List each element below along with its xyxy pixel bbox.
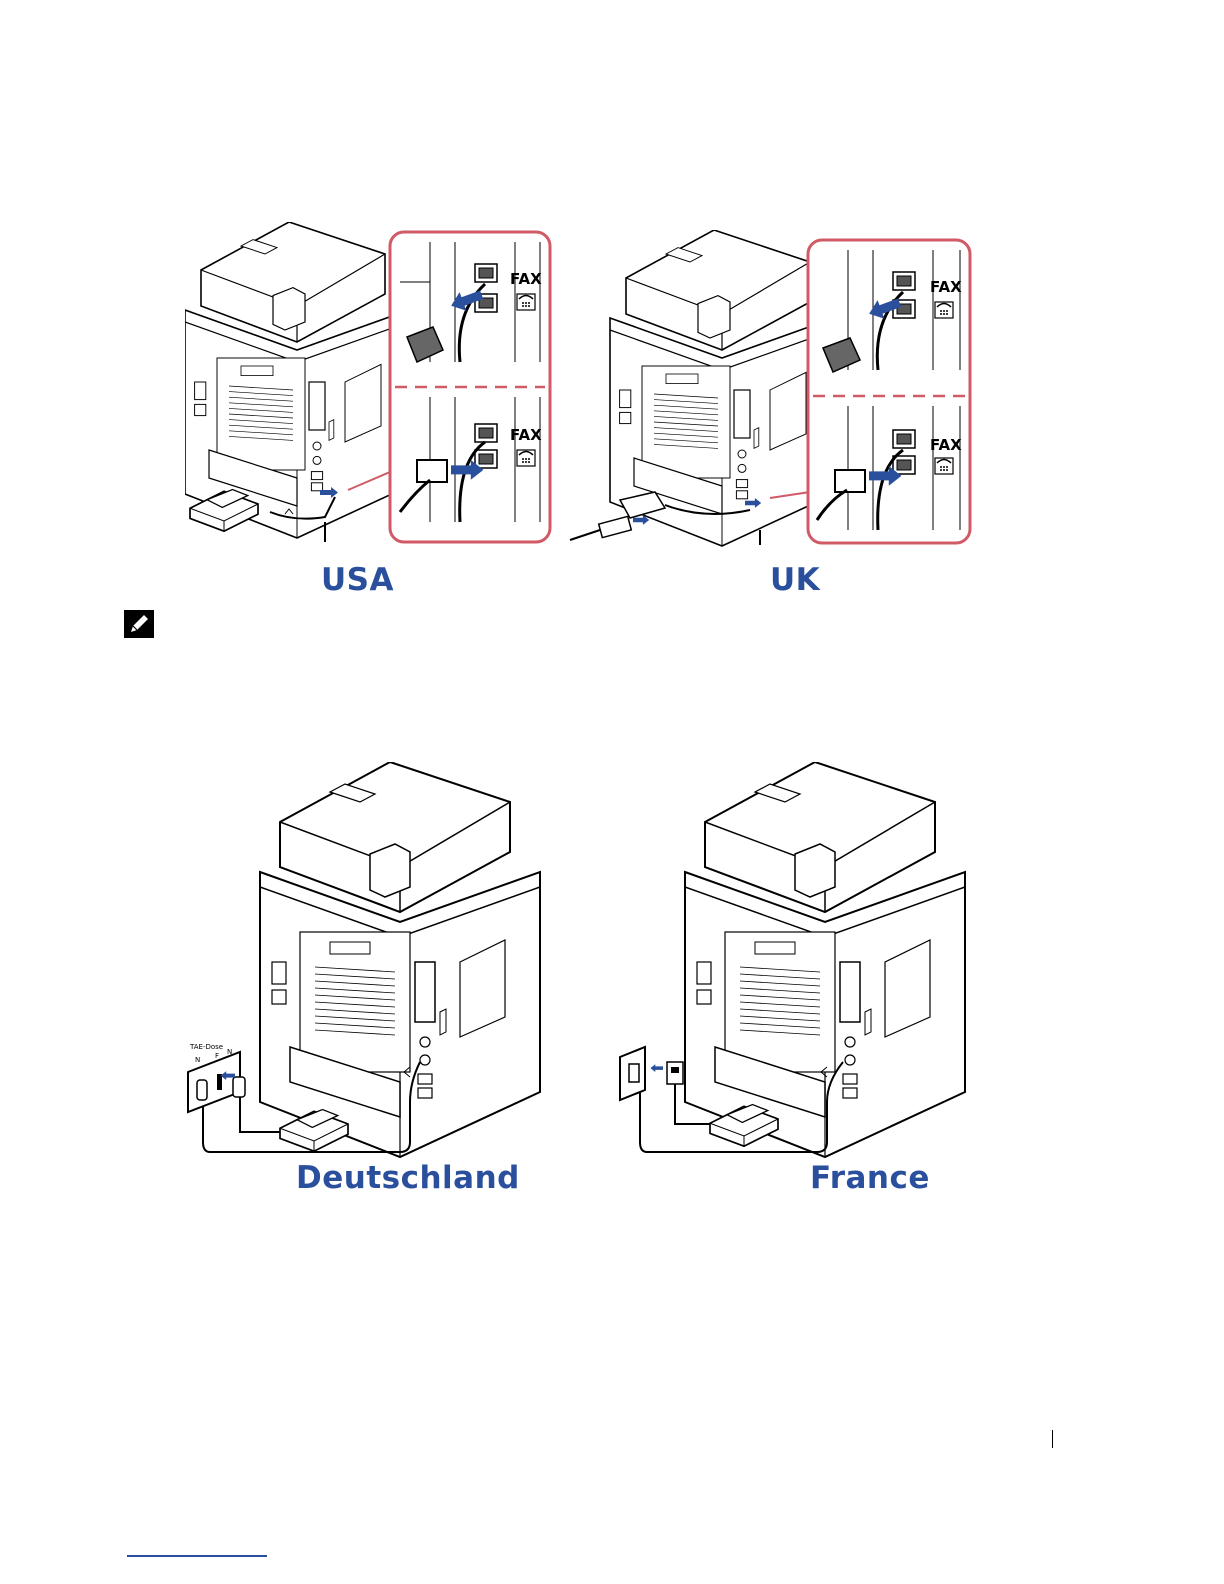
france-connection-illustration — [615, 762, 990, 1162]
footer-rule — [127, 1555, 267, 1557]
svg-text:TAE-Dose: TAE-Dose — [189, 1043, 223, 1051]
usa-fax-label-top: FAX — [510, 270, 542, 288]
france-label: France — [810, 1160, 930, 1196]
deutschland-connection-illustration: TAE-Dose N F N — [185, 762, 560, 1162]
socket-letter-1: N — [195, 1056, 200, 1064]
page-marker-rule — [1052, 1430, 1053, 1448]
uk-label: UK — [770, 562, 820, 598]
usa-connection-illustration: FAX FAX — [185, 222, 555, 547]
uk-connection-illustration: FAX FAX — [565, 230, 975, 550]
deutschland-label: Deutschland — [296, 1160, 520, 1196]
socket-letter-2: F — [215, 1052, 219, 1060]
uk-fax-label-top: FAX — [930, 278, 962, 296]
pencil-note-icon — [124, 610, 154, 638]
uk-fax-label-bottom: FAX — [930, 436, 962, 454]
usa-fax-label-bottom: FAX — [510, 426, 542, 444]
usa-label: USA — [321, 562, 394, 598]
